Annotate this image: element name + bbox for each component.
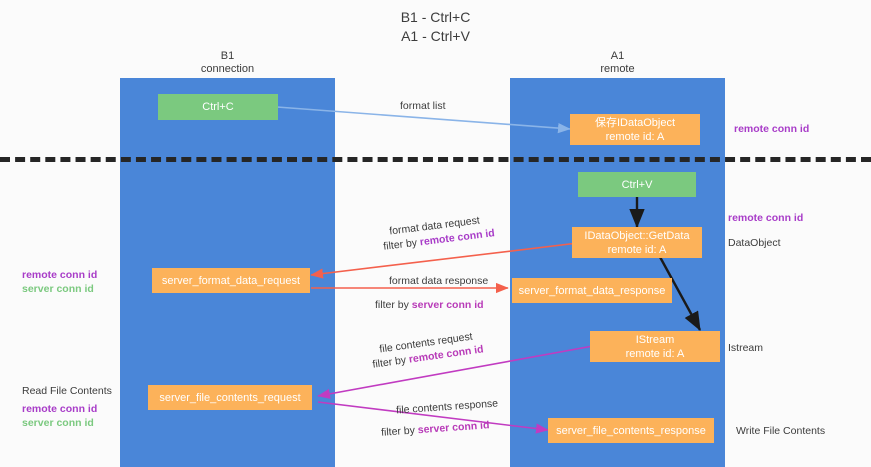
box-ctrl-v[interactable]: Ctrl+V — [578, 172, 696, 197]
column-header-b1: B1 connection — [120, 50, 335, 76]
separator-dashed-line — [0, 157, 871, 162]
label-file-contents-response-filter: filter by server conn id — [381, 418, 490, 440]
box-server-format-data-response[interactable]: server_format_data_response — [512, 278, 672, 303]
box-istream-line1: IStream — [635, 333, 675, 346]
box-idataobject-getdata-line1: IDataObject::GetData — [584, 229, 690, 242]
box-store-dataobject[interactable]: 保存IDataObject remote id: A — [570, 114, 700, 145]
box-server-file-contents-request[interactable]: server_file_contents_request — [148, 385, 312, 410]
box-server-file-contents-response[interactable]: server_file_contents_response — [548, 418, 714, 443]
box-server-format-data-request[interactable]: server_format_data_request — [152, 268, 310, 293]
box-server-format-data-response-label: server_format_data_response — [518, 284, 666, 297]
column-header-b1-name: B1 — [220, 50, 235, 62]
note-remote-conn-id-top: remote conn id — [734, 123, 810, 135]
label-format-list: format list — [400, 100, 446, 112]
label-file-contents-request-filter-prefix: filter by — [371, 353, 410, 371]
box-store-dataobject-line1: 保存IDataObject — [594, 116, 676, 129]
column-header-a1-name: A1 — [610, 50, 625, 62]
title-line-2: A1 - Ctrl+V — [401, 28, 470, 44]
label-format-data-response-filter-key: server conn id — [411, 299, 484, 311]
box-istream-line2: remote id: A — [625, 347, 685, 360]
note-left-server-conn-id-bottom: server conn id — [22, 417, 94, 429]
column-header-a1: A1 remote — [510, 50, 725, 76]
column-header-b1-subtitle: connection — [200, 63, 255, 75]
diagram-title: B1 - Ctrl+C A1 - Ctrl+V — [0, 8, 871, 46]
note-remote-conn-id-mid: remote conn id — [728, 212, 804, 224]
box-store-dataobject-line2: remote id: A — [605, 130, 665, 143]
box-idataobject-getdata[interactable]: IDataObject::GetData remote id: A — [572, 227, 702, 258]
label-file-contents-response-filter-key: server conn id — [417, 419, 490, 437]
note-left-remote-conn-id-bottom: remote conn id — [22, 403, 98, 415]
box-istream[interactable]: IStream remote id: A — [590, 331, 720, 362]
note-write-file-contents: Write File Contents — [736, 425, 826, 437]
box-ctrl-v-label: Ctrl+V — [621, 178, 653, 191]
label-format-data-response: format data response — [389, 275, 489, 287]
note-left-remote-conn-id-mid: remote conn id — [22, 269, 98, 281]
note-istream: Istream — [728, 342, 764, 354]
box-ctrl-c[interactable]: Ctrl+C — [158, 94, 278, 120]
box-idataobject-getdata-line2: remote id: A — [607, 243, 667, 256]
label-format-data-response-filter: filter by server conn id — [375, 298, 484, 312]
note-read-file-contents: Read File Contents — [22, 385, 112, 397]
note-left-server-conn-id-mid: server conn id — [22, 283, 94, 295]
box-server-format-data-request-label: server_format_data_request — [161, 274, 301, 287]
label-format-data-request-filter-prefix: filter by — [382, 236, 421, 253]
column-header-a1-subtitle: remote — [600, 63, 635, 75]
label-format-data-response-filter-prefix: filter by — [375, 299, 412, 311]
note-dataobject: DataObject — [728, 237, 781, 249]
label-file-contents-response: file contents response — [395, 397, 499, 417]
label-file-contents-response-filter-prefix: filter by — [380, 424, 419, 439]
title-line-1: B1 - Ctrl+C — [400, 9, 471, 25]
box-server-file-contents-request-label: server_file_contents_request — [159, 391, 301, 404]
box-ctrl-c-label: Ctrl+C — [202, 101, 234, 113]
box-server-file-contents-response-label: server_file_contents_response — [556, 424, 706, 437]
